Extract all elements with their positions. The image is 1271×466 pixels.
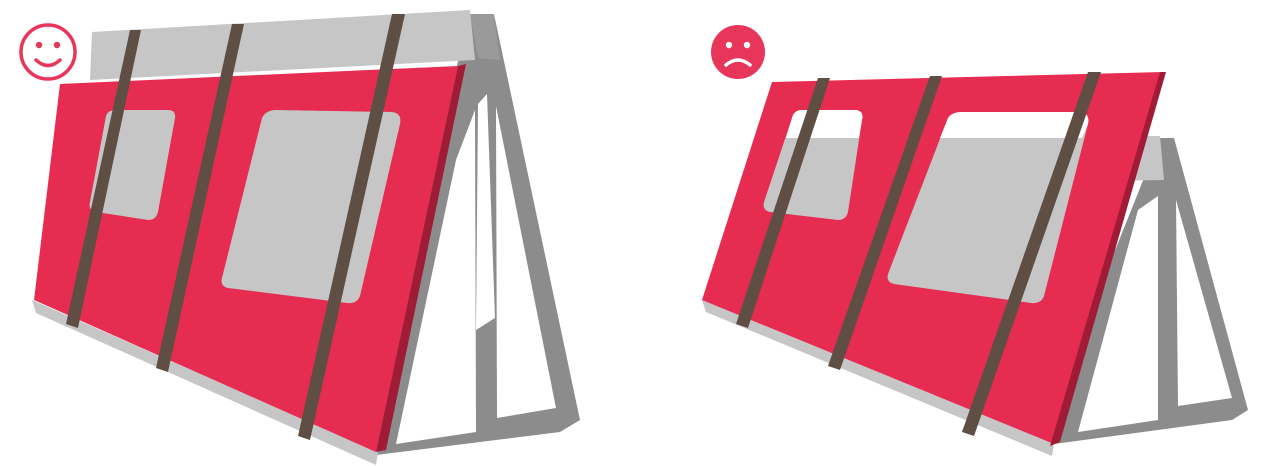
incorrect-loading-illustration	[640, 0, 1271, 466]
window-large-gap	[940, 112, 1088, 138]
correct-loading-drawing	[0, 0, 640, 466]
frowning-face-icon	[711, 25, 765, 79]
smiley-face-icon	[21, 25, 75, 79]
incorrect-loading-drawing	[640, 0, 1271, 466]
correct-loading-illustration	[0, 0, 640, 466]
window-small-gap	[786, 110, 862, 138]
